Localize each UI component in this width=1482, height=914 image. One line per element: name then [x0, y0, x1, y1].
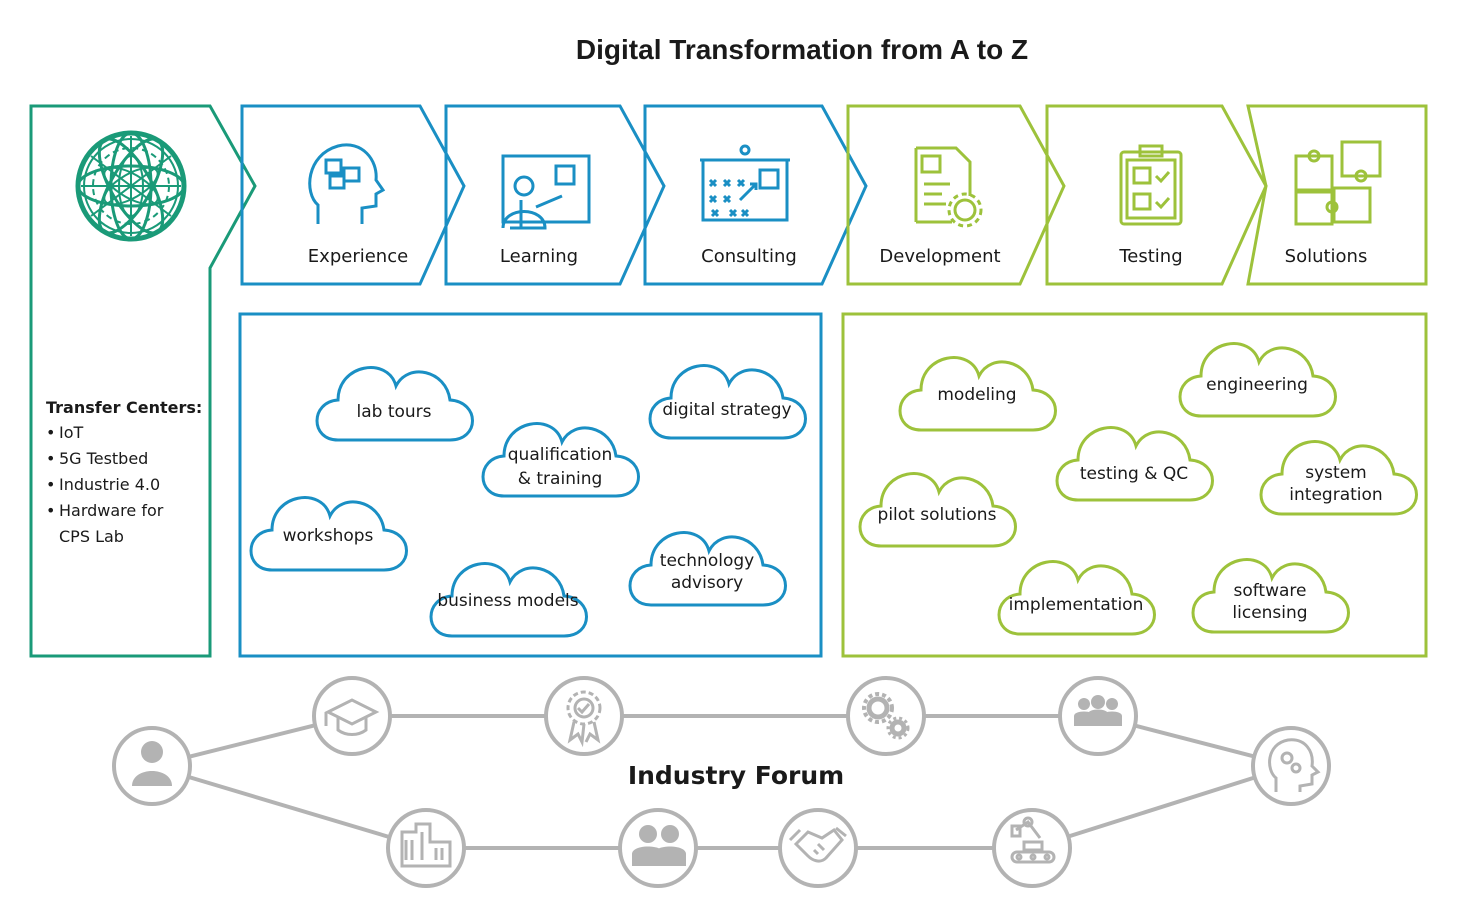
transfer-centers-panel: Transfer Centers: • IoT • 5G Testbed • I…	[29, 104, 257, 658]
graduation-cap-icon	[324, 698, 380, 736]
step-label: Experience	[308, 246, 408, 267]
transfer-item-cps: CPS Lab	[59, 527, 124, 546]
step-consulting: Consulting	[643, 104, 868, 286]
cloud-digital-strategy: digital strategy	[648, 364, 807, 440]
cloud-technology-advisory: technology advisory	[628, 531, 787, 607]
cloud-software-licensing: software licensing	[1191, 558, 1350, 634]
two-people-icon	[632, 825, 686, 866]
svg-text:testing & QC: testing & QC	[1080, 464, 1188, 484]
svg-text:system: system	[1305, 463, 1366, 483]
bullet-dot: •	[46, 449, 55, 468]
head-puzzle-icon	[308, 143, 386, 224]
transfer-item-industrie: Industrie 4.0	[59, 475, 160, 494]
bullet-dot: •	[46, 475, 55, 494]
cloud-lab-tours: lab tours	[315, 366, 474, 442]
clipboard-check-icon	[1119, 144, 1183, 226]
step-learning: Learning	[444, 104, 666, 286]
transfer-item-5g: 5G Testbed	[59, 449, 148, 468]
svg-text:lab tours: lab tours	[356, 402, 431, 422]
step-label: Solutions	[1285, 246, 1368, 267]
cloud-qualification-training: qualification & training	[481, 422, 640, 498]
industry-forum-network: Industry Forum	[112, 676, 1331, 888]
svg-text:workshops: workshops	[283, 526, 374, 546]
certificate-badge-icon	[566, 690, 602, 748]
svg-text:qualification: qualification	[508, 445, 612, 465]
development-services-panel: modeling engineering testing & QC system…	[841, 312, 1428, 658]
transfer-item-iot: IoT	[59, 423, 84, 442]
cloud-business-models: business models	[429, 562, 588, 638]
strategy-board-icon	[700, 144, 790, 222]
step-testing: Testing	[1045, 104, 1268, 286]
teacher-board-icon	[501, 154, 591, 230]
step-development: Development	[846, 104, 1066, 286]
svg-text:implementation: implementation	[1009, 595, 1144, 615]
cloud-implementation: implementation	[997, 560, 1156, 636]
svg-text:& training: & training	[518, 469, 603, 489]
svg-text:technology: technology	[660, 551, 754, 571]
bullet-dot: •	[46, 501, 55, 520]
step-label: Development	[879, 246, 1000, 267]
head-gears-icon	[1268, 738, 1321, 792]
step-solutions: Solutions	[1246, 104, 1428, 286]
person-icon	[132, 741, 172, 786]
svg-text:digital strategy: digital strategy	[662, 400, 791, 420]
bullet-dot: •	[46, 423, 55, 442]
factory-icon	[400, 822, 452, 868]
cloud-system-integration: system integration	[1259, 440, 1418, 516]
step-experience: Experience	[240, 104, 466, 286]
group-icon	[1074, 695, 1122, 726]
consulting-services-panel: lab tours digital strategy qualification…	[238, 312, 823, 658]
svg-text:engineering: engineering	[1206, 375, 1308, 395]
robot-arm-conveyor-icon	[1010, 816, 1056, 864]
gears-icon	[862, 692, 910, 740]
step-label: Learning	[500, 246, 578, 267]
svg-text:licensing: licensing	[1232, 603, 1307, 623]
cloud-pilot-solutions: pilot solutions	[858, 472, 1017, 548]
svg-text:advisory: advisory	[671, 573, 743, 593]
svg-text:modeling: modeling	[937, 385, 1016, 405]
cloud-modeling: modeling	[898, 356, 1057, 432]
svg-text:integration: integration	[1289, 485, 1382, 505]
transfer-centers-heading: Transfer Centers:	[46, 398, 202, 417]
cloud-testing-qc: testing & QC	[1055, 426, 1214, 502]
cloud-workshops: workshops	[249, 496, 408, 572]
svg-text:software: software	[1233, 581, 1306, 601]
globe-icon	[75, 130, 187, 242]
handshake-icon	[788, 826, 847, 863]
document-gear-icon	[914, 146, 983, 228]
svg-text:pilot solutions: pilot solutions	[878, 505, 997, 525]
industry-forum-label: Industry Forum	[628, 761, 844, 790]
step-label: Consulting	[701, 246, 797, 267]
diagram-title: Digital Transformation from A to Z	[576, 34, 1028, 65]
cloud-engineering: engineering	[1178, 342, 1337, 418]
svg-text:business models: business models	[437, 591, 578, 611]
transfer-item-hardware: Hardware for	[59, 501, 164, 520]
step-label: Testing	[1118, 246, 1182, 267]
puzzle-pieces-icon	[1294, 140, 1382, 226]
